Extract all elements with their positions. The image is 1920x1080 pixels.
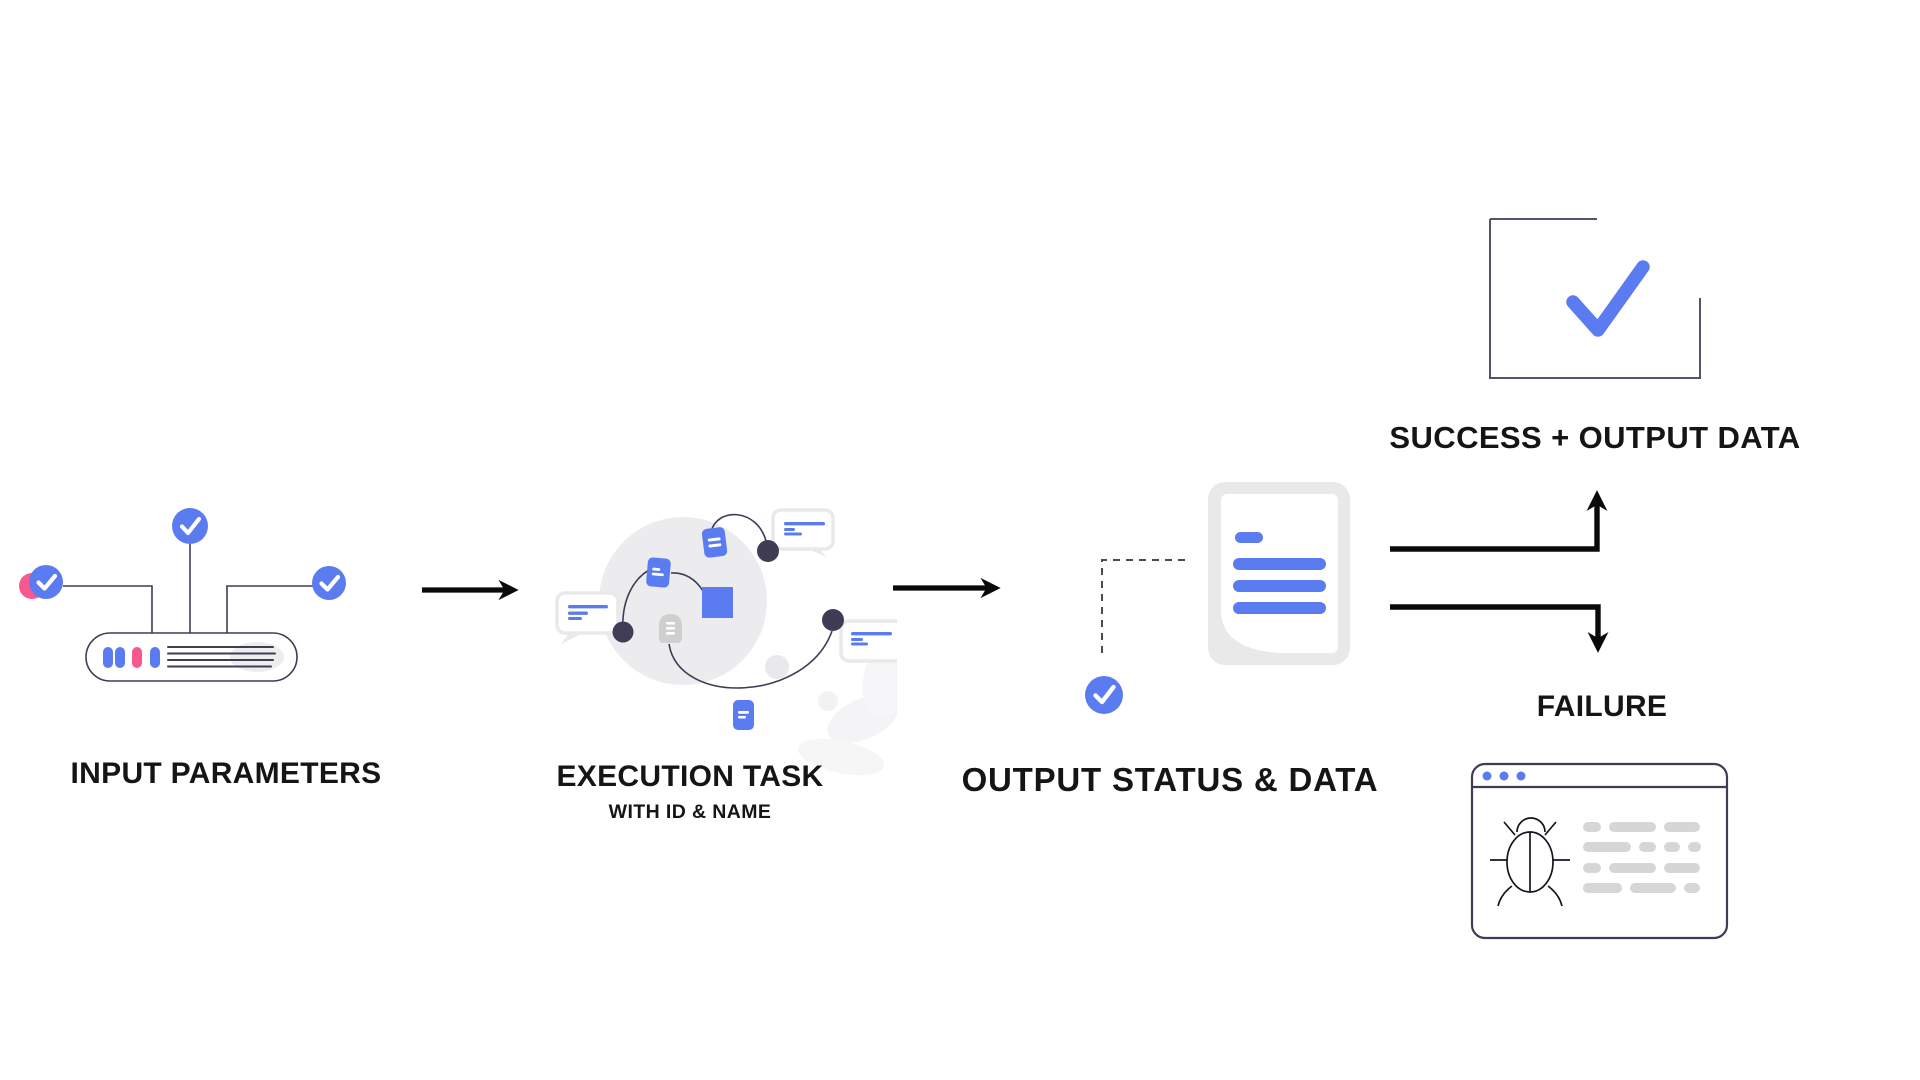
branch-arrows-icon	[1390, 490, 1609, 653]
failure-arrow	[1390, 604, 1609, 653]
file-icon	[646, 557, 671, 588]
checkbox-checked-icon	[1489, 218, 1701, 379]
check-circle-icon	[1085, 676, 1123, 714]
process-square	[702, 587, 733, 618]
error-log-bars	[1583, 822, 1701, 893]
checkmark-icon	[1566, 260, 1650, 337]
browser-dots-icon	[1482, 771, 1526, 781]
flow-arrow-icon	[422, 579, 519, 601]
output-status-label: OUTPUT STATUS & DATA	[961, 761, 1379, 798]
router-icon	[85, 632, 298, 682]
execution-task-sublabel: WITH ID & NAME	[608, 801, 772, 823]
check-circle-icon	[172, 508, 208, 544]
failure-label: FAILURE	[1536, 690, 1668, 723]
document-report-icon	[1085, 482, 1350, 714]
connector-lines	[63, 543, 313, 633]
chat-bubble-icon	[839, 619, 897, 663]
bug-browser-icon	[1470, 762, 1729, 940]
file-icon	[701, 527, 728, 558]
check-circle-icon	[312, 566, 346, 600]
success-label: SUCCESS + OUTPUT DATA	[1389, 420, 1801, 455]
chat-bubble-icon	[771, 508, 835, 557]
document-icon	[1208, 482, 1350, 665]
bug-icon	[1490, 817, 1570, 907]
file-icon	[733, 700, 754, 730]
flow-arrow-icon	[893, 577, 1001, 599]
execution-task-label: EXECUTION TASK	[556, 760, 824, 793]
background-circle	[599, 517, 767, 685]
input-device-checks-icon	[19, 508, 346, 682]
check-circle-icon	[29, 565, 63, 599]
checkbox-outline	[1489, 218, 1701, 379]
dashed-connector	[1101, 559, 1185, 655]
gray-file-icon	[659, 614, 682, 643]
node-dots	[612, 540, 844, 643]
input-parameters-label: INPUT PARAMETERS	[70, 757, 382, 790]
success-arrow	[1390, 490, 1608, 552]
chat-bubble-icon	[555, 591, 620, 644]
process-orchestration-icon	[555, 508, 897, 776]
